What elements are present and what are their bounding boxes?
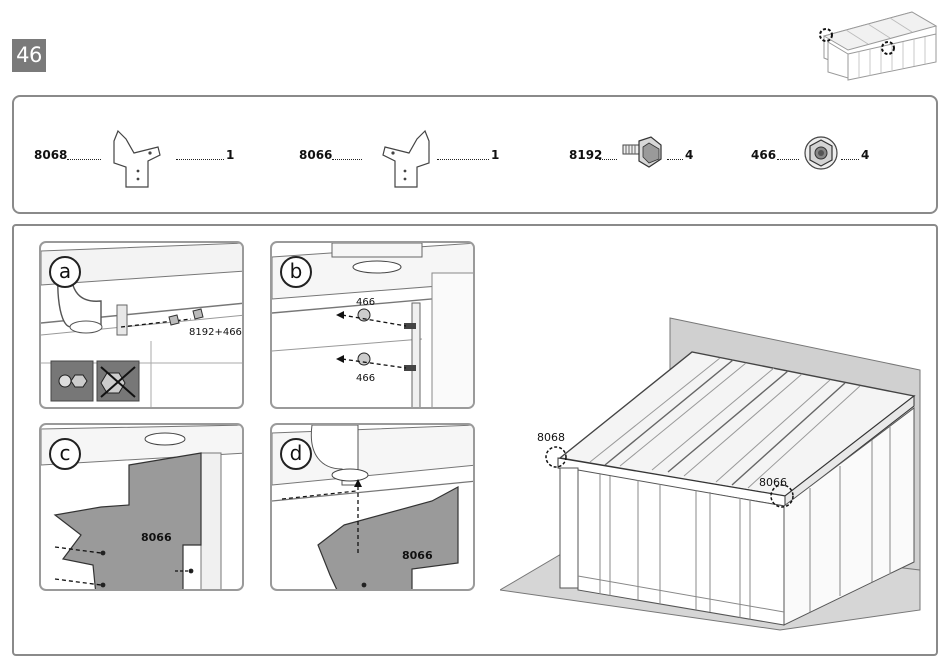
part-item: 8192 4 [569, 97, 709, 212]
leader-dots [332, 159, 362, 160]
part-code: 8068 [34, 148, 67, 162]
bolt-8192-icon [619, 135, 665, 171]
bracket-label: 8066 [402, 549, 433, 562]
part-code: 8066 [299, 148, 332, 162]
leader-dots [437, 159, 489, 160]
nut-466-icon [803, 135, 839, 171]
greenhouse-thumbnail [812, 6, 940, 82]
part-code: 466 [751, 148, 776, 162]
leader-dots [841, 159, 859, 160]
bracket-8066-icon [371, 127, 433, 191]
corner-label-8066: 8066 [759, 476, 787, 489]
nut-label-top: 466 [356, 297, 375, 308]
leader-dots [667, 159, 683, 160]
part-quantity: 4 [861, 148, 869, 162]
part-quantity: 1 [491, 148, 499, 162]
bracket-label: 8066 [141, 531, 172, 544]
part-quantity: 1 [226, 148, 234, 162]
step-letter-b: b [280, 256, 312, 288]
part-item: 466 4 [751, 97, 891, 212]
nut-label-bottom: 466 [356, 373, 375, 384]
detail-panel-c: c 8066 [39, 423, 244, 591]
detail-panel-d: d 8066 [270, 423, 475, 591]
step-letter-c: c [49, 438, 81, 470]
step-letter-d: d [280, 438, 312, 470]
parts-list: 8068 1 8066 1 8192 4 466 [12, 95, 938, 214]
leader-dots [176, 159, 224, 160]
fastener-label: 8192+466 [189, 327, 242, 338]
leader-dots [67, 159, 101, 160]
detail-panel-b: b 466 466 [270, 241, 475, 409]
part-quantity: 4 [685, 148, 693, 162]
step-number-badge: 46 [12, 39, 46, 72]
bracket-8068-icon [110, 127, 172, 191]
detail-panel-a: a 8192+466 [39, 241, 244, 409]
corner-label-8068: 8068 [537, 431, 565, 444]
part-code: 8192 [569, 148, 602, 162]
greenhouse-overview-illustration [500, 300, 930, 645]
leader-dots [777, 159, 799, 160]
part-item: 8066 1 [299, 97, 529, 212]
step-letter-a: a [49, 256, 81, 288]
part-item: 8068 1 [34, 97, 264, 212]
leader-dots [599, 159, 617, 160]
